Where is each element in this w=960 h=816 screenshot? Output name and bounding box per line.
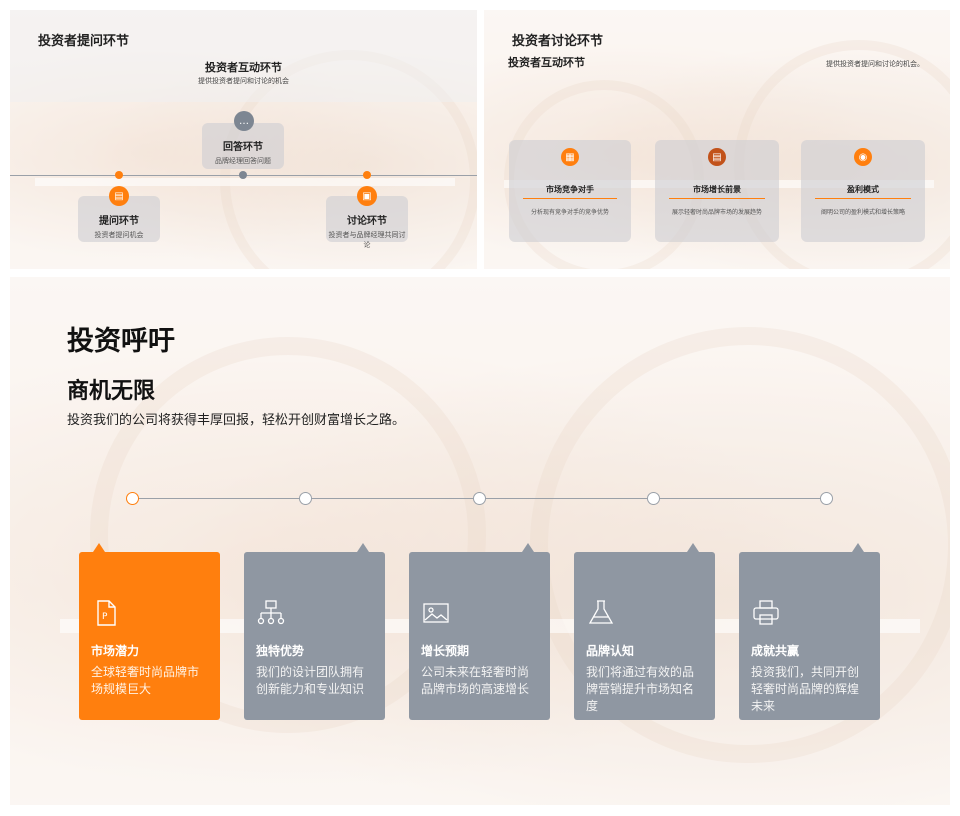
slide1-title: 投资者互动环节: [205, 61, 282, 74]
slide1-node-discuss-title: 讨论环节: [347, 216, 387, 227]
slide2-card-competitors-desc: 分析现有竞争对手的竞争优势: [530, 209, 609, 216]
slide2-card-growth: ▤ 市场增长前景 展示轻奢时尚品牌市场的发展趋势: [655, 140, 779, 242]
slide1-heading: 投资者提问环节: [38, 34, 130, 49]
card-market-potential-title: 市场潜力: [91, 644, 140, 658]
flask-icon: [588, 600, 614, 624]
card-market-potential: P 市场潜力 全球轻奢时尚品牌市场规模巨大: [79, 543, 220, 720]
slide2-card-growth-desc: 展示轻奢时尚品牌市场的发展趋势: [671, 209, 762, 216]
image-icon: ▣: [357, 186, 377, 206]
slide-investor-questions: 投资者提问环节 投资者互动环节 提供投资者提问和讨论的机会 回答环节 品牌经理回…: [10, 10, 477, 269]
card-brand-awareness: 品牌认知 我们将通过有效的品牌营销提升市场知名度: [574, 543, 715, 720]
timeline-dot-5: [820, 492, 833, 505]
slide1-node-answer-desc: 品牌经理回答问题: [215, 157, 271, 165]
slide2-card-competitors: ▦ 市场竞争对手 分析现有竞争对手的竞争优势: [509, 140, 631, 242]
timeline-dot-3: [473, 492, 486, 505]
card-growth-expectation-title: 增长预期: [421, 644, 470, 658]
slide2-title: 投资者互动环节: [508, 56, 585, 69]
document-icon: ▤: [109, 186, 129, 206]
org-chart-icon: [257, 600, 285, 625]
slide-investment-call: 投资呼吁 商机无限 投资我们的公司将获得丰厚回报，轻松开创财富增长之路。 P 市…: [10, 277, 950, 805]
slide1-node-ask-title: 提问环节: [99, 216, 139, 227]
slide1-node-answer-title: 回答环节: [223, 142, 263, 153]
card-unique-advantage: 独特优势 我们的设计团队拥有创新能力和专业知识: [244, 543, 385, 720]
slide1-node-discuss-desc: 投资者与品牌经理共同讨论: [328, 231, 406, 249]
card-growth-expectation-desc: 公司未来在轻奢时尚品牌市场的高速增长: [421, 665, 530, 696]
card-unique-advantage-title: 独特优势: [256, 644, 305, 658]
slide1-node-answer: 回答环节 品牌经理回答问题: [202, 123, 284, 169]
slide2-card-growth-title: 市场增长前景: [693, 185, 741, 194]
image-icon: [423, 603, 449, 623]
card-brand-awareness-desc: 我们将通过有效的品牌营销提升市场知名度: [586, 665, 695, 713]
slide2-note: 提供投资者提问和讨论的机会。: [826, 60, 924, 68]
slide1-node-ask-desc: 投资者提问机会: [94, 231, 144, 239]
slide1-subtitle: 提供投资者提问和讨论的机会: [198, 77, 289, 85]
timeline-dot-1: [126, 492, 139, 505]
slide-investor-discussion: 投资者讨论环节 投资者互动环节 提供投资者提问和讨论的机会。 ▦ 市场竞争对手 …: [484, 10, 950, 269]
slide2-card-competitors-title: 市场竞争对手: [546, 185, 594, 194]
card-brand-awareness-title: 品牌认知: [586, 644, 635, 658]
card-win-win-desc: 投资我们，共同开创轻奢时尚品牌的辉煌未来: [751, 665, 860, 713]
card-growth-expectation: 增长预期 公司未来在轻奢时尚品牌市场的高速增长: [409, 543, 550, 720]
slide1-dot-left: [115, 171, 123, 179]
slide2-heading: 投资者讨论环节: [512, 34, 604, 49]
slide2-card-profit: ◉ 盈利模式 阐明公司的盈利模式和增长策略: [801, 140, 925, 242]
gift-icon: ▦: [561, 148, 579, 166]
slide3-subtitle: 商机无限: [67, 379, 156, 404]
slide2-card-profit-desc: 阐明公司的盈利模式和增长策略: [820, 209, 905, 216]
slide1-dot-right: [363, 171, 371, 179]
document-p-icon: P: [97, 600, 116, 626]
svg-text:P: P: [102, 612, 108, 622]
slide2-card-profit-title: 盈利模式: [847, 185, 879, 194]
timeline-dot-2: [299, 492, 312, 505]
card-unique-advantage-desc: 我们的设计团队拥有创新能力和专业知识: [256, 665, 365, 696]
printer-icon: [753, 600, 779, 625]
slide3-intro: 投资我们的公司将获得丰厚回报，轻松开创财富增长之路。: [67, 413, 406, 428]
card-market-potential-desc: 全球轻奢时尚品牌市场规模巨大: [91, 665, 200, 696]
clipboard-icon: ▤: [708, 148, 726, 166]
card-win-win: 成就共赢 投资我们，共同开创轻奢时尚品牌的辉煌未来: [739, 543, 880, 720]
slide3-title: 投资呼吁: [67, 326, 175, 357]
target-icon: ◉: [854, 148, 872, 166]
card-win-win-title: 成就共赢: [751, 644, 800, 658]
timeline-dot-4: [647, 492, 660, 505]
slide1-dot-center: [239, 171, 247, 179]
chat-icon: …: [234, 111, 254, 131]
